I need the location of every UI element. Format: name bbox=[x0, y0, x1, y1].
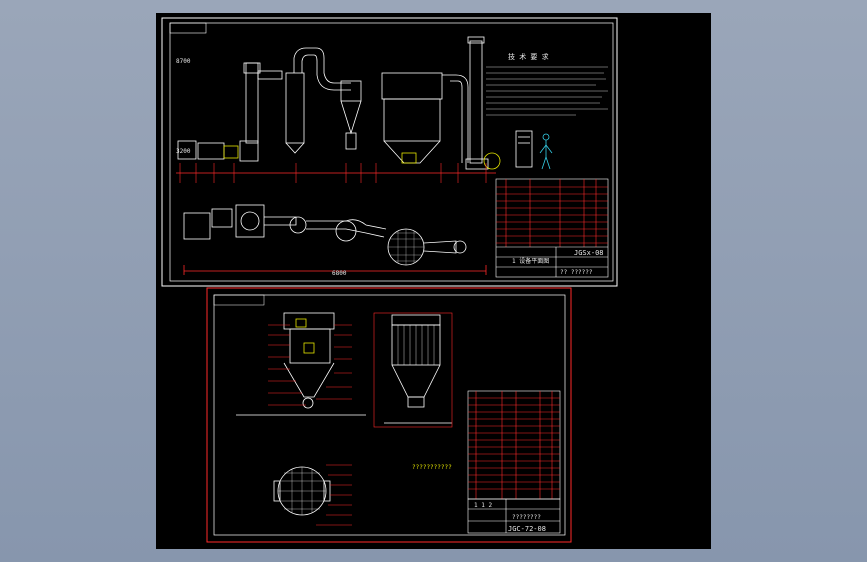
sheet-2-outer-border bbox=[206, 287, 572, 543]
sheet-1-code: JGSx-08 bbox=[574, 249, 604, 257]
plan-view bbox=[183, 204, 487, 275]
sheet-2-title: 1 1 2 bbox=[474, 502, 492, 509]
side-view-leaders bbox=[373, 312, 453, 428]
sheet-1-parts-table bbox=[495, 178, 609, 278]
sheet-2-sub: ???????? bbox=[512, 514, 541, 521]
sheet-1-sub: ?? ?????? bbox=[560, 269, 593, 276]
sheet-2-parts-table bbox=[467, 390, 561, 534]
sheet-2-inner-border bbox=[213, 294, 566, 536]
side-view bbox=[384, 314, 452, 424]
sheet-1-corner-tag bbox=[169, 22, 207, 34]
cad-drawing: 3200 8700 bbox=[161, 17, 618, 543]
height-marks: 3200 8700 bbox=[176, 58, 191, 155]
top-view-leaders bbox=[316, 464, 352, 526]
height-mark-1: 3200 bbox=[176, 148, 191, 155]
front-view-leaders bbox=[268, 324, 352, 406]
sheet-2: ??????????? bbox=[206, 287, 572, 543]
cad-drawing-viewport[interactable]: 3200 8700 bbox=[156, 13, 711, 549]
elevation-leaders bbox=[179, 163, 487, 183]
question-text: ??????????? bbox=[412, 464, 452, 471]
sheet-2-corner-tag bbox=[213, 294, 265, 306]
plan-dimension: 6800 bbox=[332, 270, 347, 277]
sheet-2-code: JGC-72-08 bbox=[508, 525, 546, 533]
front-view bbox=[236, 312, 366, 416]
technical-notes: 技 术 要 求 bbox=[486, 52, 608, 116]
sheet-1-inner-border bbox=[169, 22, 614, 282]
notes-title: 技 术 要 求 bbox=[508, 52, 549, 61]
sheet-1-title: 1 设备平面图 bbox=[512, 257, 549, 265]
sheet-1-outer-border bbox=[161, 17, 618, 287]
elevation-view bbox=[176, 36, 553, 174]
height-mark-4: 8700 bbox=[176, 58, 191, 65]
sheet-1: 3200 8700 bbox=[161, 17, 618, 287]
top-view bbox=[273, 466, 331, 516]
